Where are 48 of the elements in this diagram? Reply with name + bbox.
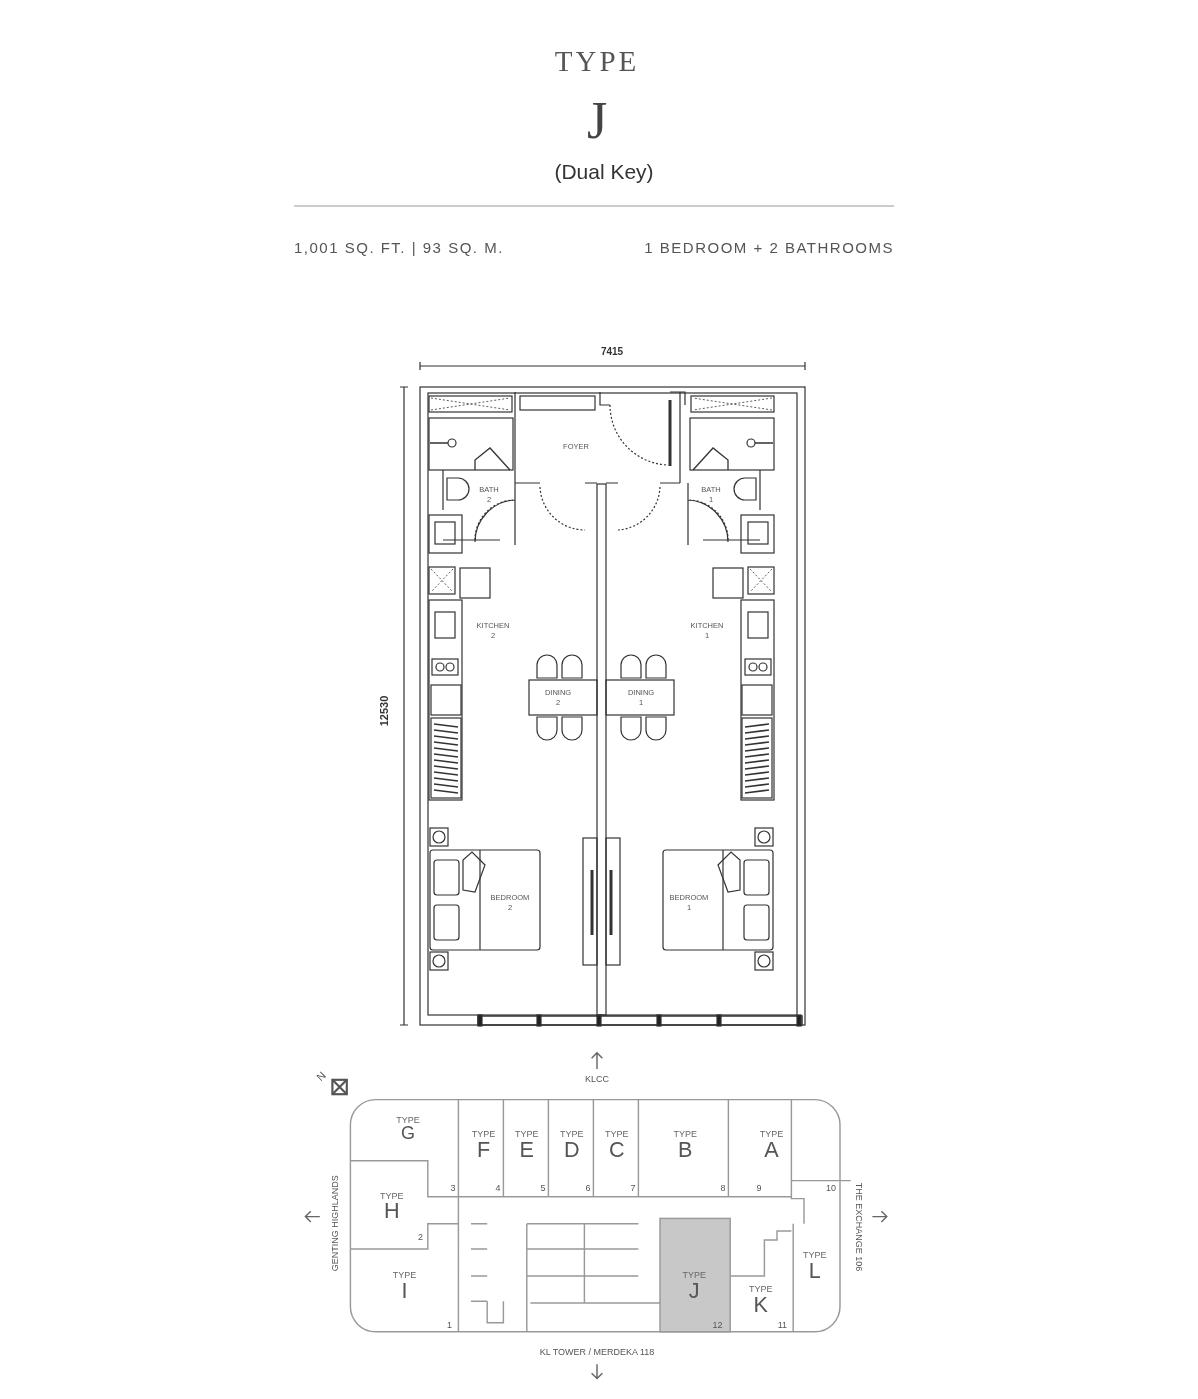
- type-label: TYPE: [470, 1130, 497, 1140]
- dimension-label: 12530: [377, 695, 391, 727]
- type-label: TYPE: [379, 1191, 405, 1201]
- type-label: TYPE: [391, 1270, 418, 1281]
- type-label: TYPE: [758, 1130, 785, 1140]
- layout-text: 1 BEDROOM + 2 BATHROOMS: [644, 240, 894, 257]
- type-label: TYPE: [802, 1250, 828, 1261]
- unit-number: 6: [585, 1184, 591, 1195]
- direction-label: KL TOWER / MERDEKA 118: [539, 1348, 655, 1358]
- unit-letter: B: [676, 1139, 694, 1163]
- unit-number: 5: [540, 1184, 546, 1195]
- unit-letter: C: [608, 1139, 626, 1163]
- type-label: TYPE: [514, 1130, 540, 1140]
- unit-number: 1: [446, 1321, 452, 1331]
- unit-number: 2: [418, 1232, 424, 1243]
- type-label: TYPE: [604, 1130, 630, 1140]
- unit-number: 10: [826, 1184, 836, 1195]
- unit-letter: H: [383, 1200, 401, 1224]
- type-label: TYPE: [681, 1270, 707, 1281]
- unit-type-letter: J: [586, 92, 608, 150]
- unit-number: 4: [495, 1184, 501, 1195]
- direction-label: KLCC: [585, 1074, 609, 1085]
- unit-letter: J: [687, 1280, 701, 1303]
- unit-letter: E: [518, 1139, 535, 1163]
- unit-letter: F: [476, 1139, 492, 1163]
- area-text: 1,001 SQ. FT. | 93 SQ. M.: [294, 240, 504, 257]
- plan-subtitle: (Dual Key): [554, 160, 654, 184]
- unit-letter: L: [807, 1260, 822, 1283]
- type-label: TYPE: [559, 1130, 585, 1140]
- unit-letter: G: [400, 1125, 416, 1145]
- type-label: TYPE: [395, 1115, 421, 1126]
- unit-letter: D: [563, 1139, 581, 1163]
- direction-label: THE EXCHANGE 106: [853, 1182, 863, 1272]
- unit-number: 9: [756, 1184, 762, 1195]
- unit-number: 12: [712, 1321, 723, 1331]
- unit-letter: K: [752, 1294, 769, 1318]
- type-label: TYPE: [672, 1130, 698, 1140]
- unit-number: 7: [630, 1184, 636, 1195]
- unit-letter: A: [763, 1139, 780, 1163]
- dimension-label: 7415: [600, 346, 624, 357]
- direction-label: GENTING HIGHLANDS: [331, 1175, 341, 1272]
- unit-number: 3: [450, 1184, 456, 1195]
- unit-number: 11: [777, 1321, 788, 1331]
- type-label: TYPE: [748, 1285, 774, 1295]
- unit-letter: I: [400, 1280, 409, 1303]
- north-label: N: [314, 1069, 329, 1084]
- unit-number: 8: [720, 1184, 726, 1195]
- plan-heading: TYPE: [554, 46, 640, 78]
